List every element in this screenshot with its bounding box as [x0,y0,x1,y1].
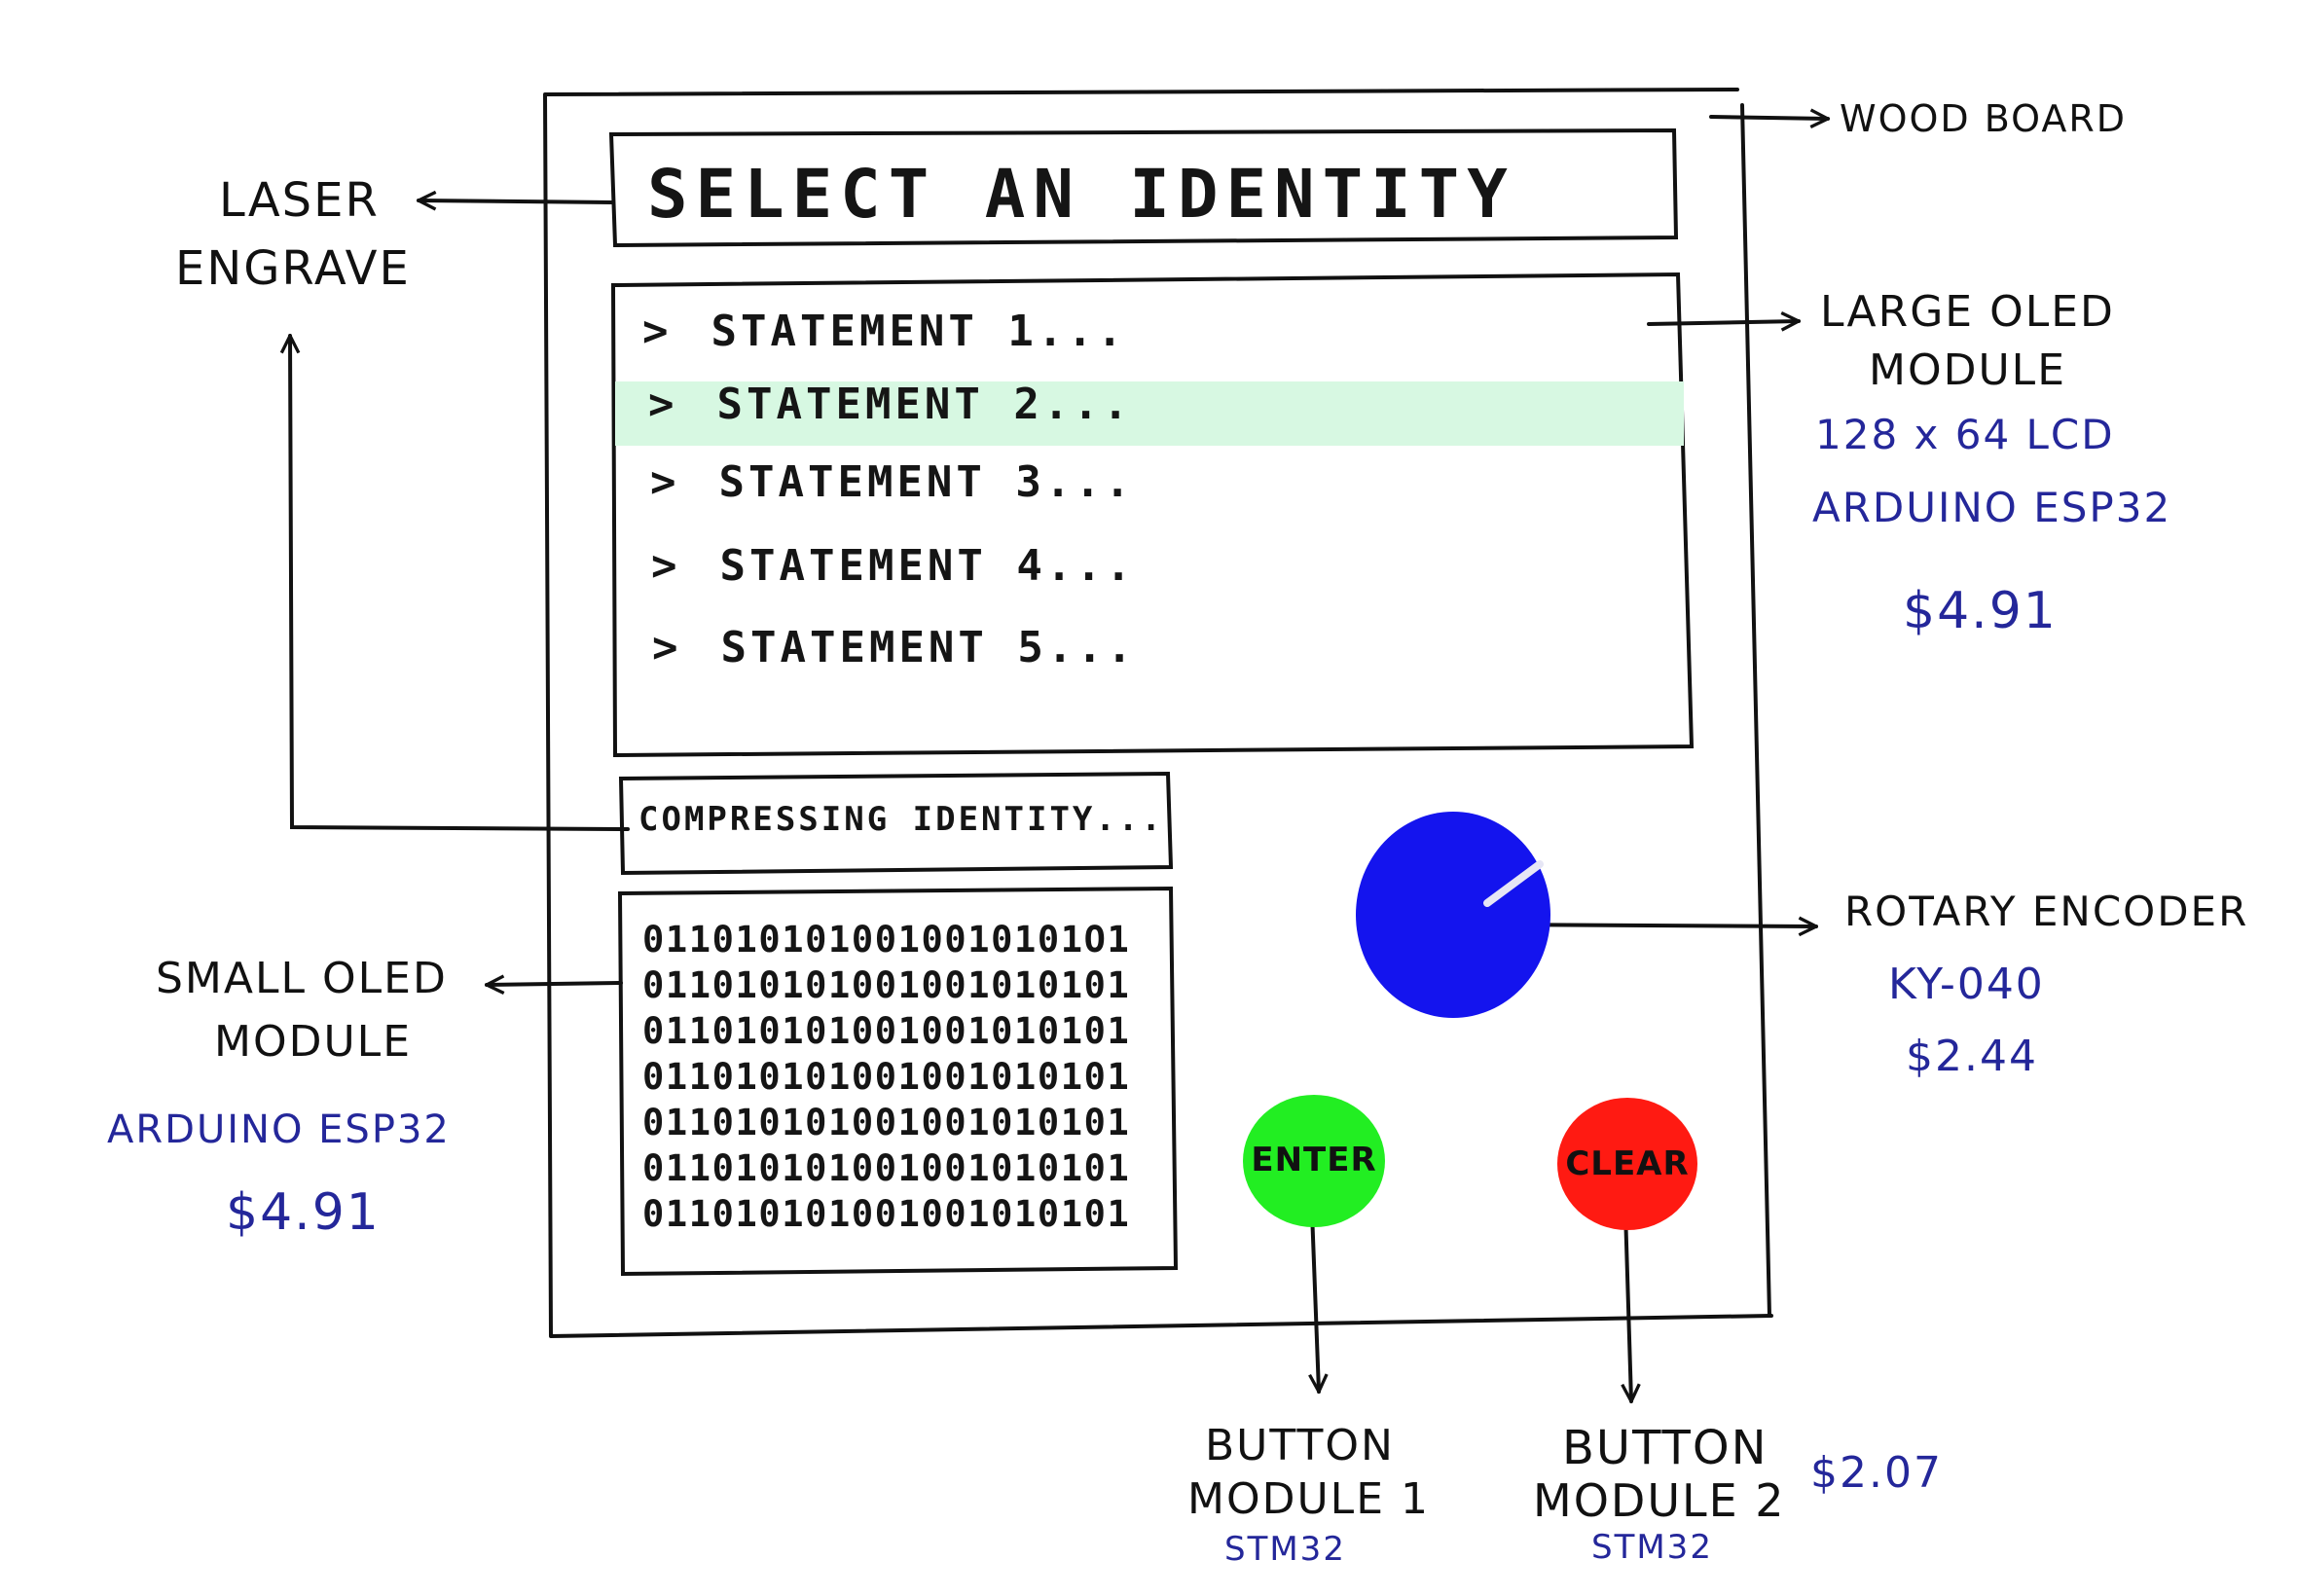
large-oled-box [610,272,1695,758]
annotation-button1-chip: STM32 [1224,1530,1346,1569]
arrow-wood-board [1709,117,1828,119]
annotation-engrave: ENGRAVE [175,241,411,296]
clear-button[interactable] [1557,1098,1697,1230]
caret-icon: > [652,623,682,672]
binary-line: 011010101001001010101 [642,1010,1131,1052]
selected-statement-highlight [615,381,1684,446]
annotation-button-price: $2.07 [1810,1448,1943,1498]
binary-line: 0110101010010010101O1 [642,919,1131,961]
annotation-wood-board: WOOD BOARD [1840,97,2128,140]
statement-item-4[interactable]: > STATEMENT 4... [651,541,1135,591]
small-oled-box [617,886,1179,1277]
statement-label: STATEMENT 2... [716,380,1133,429]
title-box [608,127,1679,248]
annotation-button1-module: MODULE 1 [1187,1474,1430,1524]
statement-item-5[interactable]: > STATEMENT 5... [652,623,1136,672]
binary-line: 011010101001001010101 [642,1102,1131,1143]
status-box [618,771,1174,876]
annotation-small-oled-price: $4.91 [226,1183,381,1242]
annotation-large-oled-module: MODULE [1869,345,2066,395]
binary-line: 011010101001001010101 [642,1193,1131,1235]
binary-line: 011010101001001010101 [642,1056,1131,1098]
annotation-rotary-title: ROTARY ENCODER [1844,888,2249,935]
annotation-large-oled-price: $4.91 [1903,582,2058,640]
enter-button-label: ENTER [1251,1141,1377,1179]
annotation-large-oled-spec2: ARDUINO ESP32 [1812,484,2172,531]
enter-button[interactable] [1243,1095,1385,1227]
binary-line: 011010101001001010101 [642,1147,1131,1189]
caret-icon: > [651,541,681,591]
annotation-button1-title: BUTTON [1205,1421,1395,1470]
annotation-rotary-price: $2.44 [1906,1032,2038,1081]
arrow-status-to-laser [290,336,630,831]
annotation-rotary-model: KY-040 [1888,960,2045,1009]
annotation-small-oled-title: SMALL OLED [156,954,448,1003]
statement-item-2[interactable]: > STATEMENT 2... [648,380,1132,429]
statement-label: STATEMENT 5... [720,623,1137,672]
arrow-small-oled [487,983,623,985]
status-text: COMPRESSING IDENTITY... [638,800,1164,839]
binary-line: 011010101001001010101 [642,964,1131,1006]
annotation-laser: LASER [219,173,380,228]
arrow-laser-engrave [419,200,615,202]
wood-board-outline [543,88,1773,1338]
statement-item-3[interactable]: > STATEMENT 3... [650,457,1134,507]
statement-label: STATEMENT 3... [718,457,1135,507]
statement-label: STATEMENT 1... [711,307,1127,356]
annotation-button2-module: MODULE 2 [1533,1474,1786,1527]
caret-icon: > [650,457,680,507]
annotation-large-oled-spec1: 128 x 64 LCD [1815,411,2115,458]
rotary-knob[interactable] [1356,812,1550,1018]
annotation-small-oled-spec: ARDUINO ESP32 [107,1107,451,1152]
statement-label: STATEMENT 4... [719,541,1136,591]
clear-button-label: CLEAR [1565,1144,1690,1183]
annotation-small-oled-module: MODULE [214,1017,412,1067]
annotation-large-oled-title: LARGE OLED [1820,287,2115,337]
arrow-clear [1625,1210,1631,1401]
annotation-button2-chip: STM32 [1591,1528,1713,1567]
arrow-large-oled [1647,321,1799,324]
caret-icon: > [642,307,673,356]
device-title: SELECT AN IDENTITY [647,156,1515,234]
arrow-enter [1312,1210,1319,1392]
caret-icon: > [648,380,678,429]
statement-item-1[interactable]: > STATEMENT 1... [642,307,1126,356]
annotation-button2-title: BUTTON [1562,1421,1768,1475]
